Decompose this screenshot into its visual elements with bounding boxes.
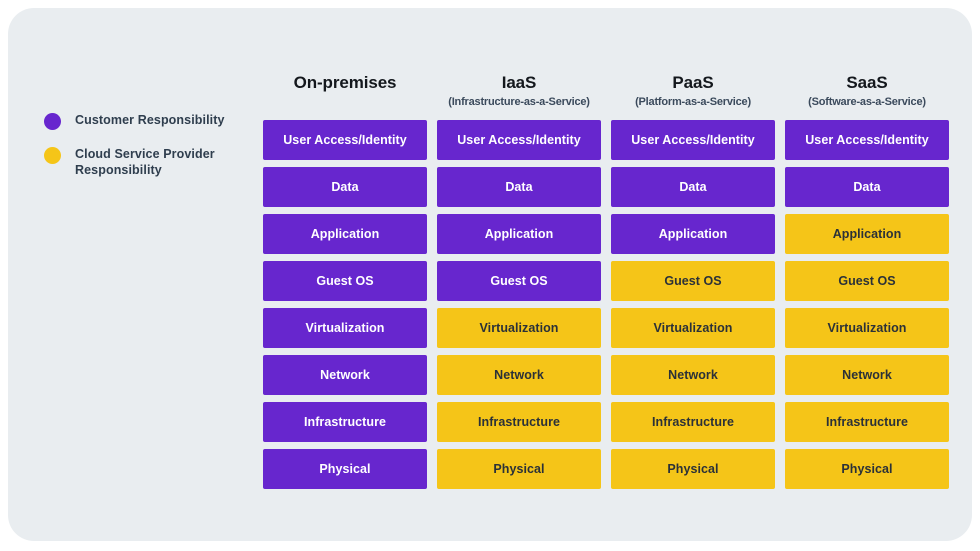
provider-swatch-icon xyxy=(44,147,61,164)
matrix-cell: Guest OS xyxy=(437,261,601,301)
column-title: SaaS xyxy=(846,73,888,92)
column-saas: SaaS (Software-as-a-Service) User Access/I… xyxy=(785,63,949,496)
matrix-cell: User Access/Identity xyxy=(263,120,427,160)
legend-item-label: Cloud Service Provider Responsibility xyxy=(75,147,215,177)
matrix-cell: Network xyxy=(437,355,601,395)
matrix-cell: User Access/Identity xyxy=(785,120,949,160)
legend-item-label: Customer Responsibility xyxy=(75,113,225,127)
matrix-cell: Virtualization xyxy=(785,308,949,348)
customer-swatch-icon xyxy=(44,113,61,130)
matrix-cell: Application xyxy=(785,214,949,254)
matrix-cell: User Access/Identity xyxy=(611,120,775,160)
matrix-cell: Physical xyxy=(785,449,949,489)
column-paas: PaaS (Platform-as-a-Service) User Access/I… xyxy=(611,63,775,496)
matrix-cell: Physical xyxy=(437,449,601,489)
matrix-cell: User Access/Identity xyxy=(437,120,601,160)
matrix-cell: Physical xyxy=(263,449,427,489)
column-title: PaaS xyxy=(672,73,714,92)
column-header: IaaS (Infrastructure-as-a-Service) xyxy=(437,63,601,120)
column-title: IaaS xyxy=(501,73,537,92)
matrix-cell: Network xyxy=(263,355,427,395)
matrix-cell: Application xyxy=(611,214,775,254)
matrix-cell: Guest OS xyxy=(611,261,775,301)
column-title: On-premises xyxy=(293,73,397,92)
matrix-cell: Data xyxy=(263,167,427,207)
matrix-cell: Physical xyxy=(611,449,775,489)
column-subtitle: (Platform-as-a-Service) xyxy=(635,96,751,108)
matrix-cell: Virtualization xyxy=(263,308,427,348)
matrix-cell: Virtualization xyxy=(611,308,775,348)
column-header: PaaS (Platform-as-a-Service) xyxy=(611,63,775,120)
matrix-cell: Infrastructure xyxy=(437,402,601,442)
matrix-cell: Data xyxy=(785,167,949,207)
matrix-cell: Guest OS xyxy=(263,261,427,301)
matrix-cell: Infrastructure xyxy=(263,402,427,442)
matrix-cell: Guest OS xyxy=(785,261,949,301)
matrix-cell: Infrastructure xyxy=(611,402,775,442)
matrix-cell: Infrastructure xyxy=(785,402,949,442)
column-header: SaaS (Software-as-a-Service) xyxy=(785,63,949,120)
matrix-cell: Data xyxy=(611,167,775,207)
matrix-cell: Network xyxy=(785,355,949,395)
matrix-cell: Virtualization xyxy=(437,308,601,348)
matrix-cell: Application xyxy=(263,214,427,254)
column-subtitle: (Software-as-a-Service) xyxy=(808,96,926,108)
legend-item-provider: Cloud Service Provider Responsibility xyxy=(44,146,244,178)
matrix-cell: Application xyxy=(437,214,601,254)
matrix-cell: Data xyxy=(437,167,601,207)
column-iaas: IaaS (Infrastructure-as-a-Service) User Ac… xyxy=(437,63,601,496)
column-subtitle: (Infrastructure-as-a-Service) xyxy=(448,96,590,108)
column-header: On-premises xyxy=(263,63,427,120)
legend-item-customer: Customer Responsibility xyxy=(44,112,244,130)
matrix-cell: Network xyxy=(611,355,775,395)
